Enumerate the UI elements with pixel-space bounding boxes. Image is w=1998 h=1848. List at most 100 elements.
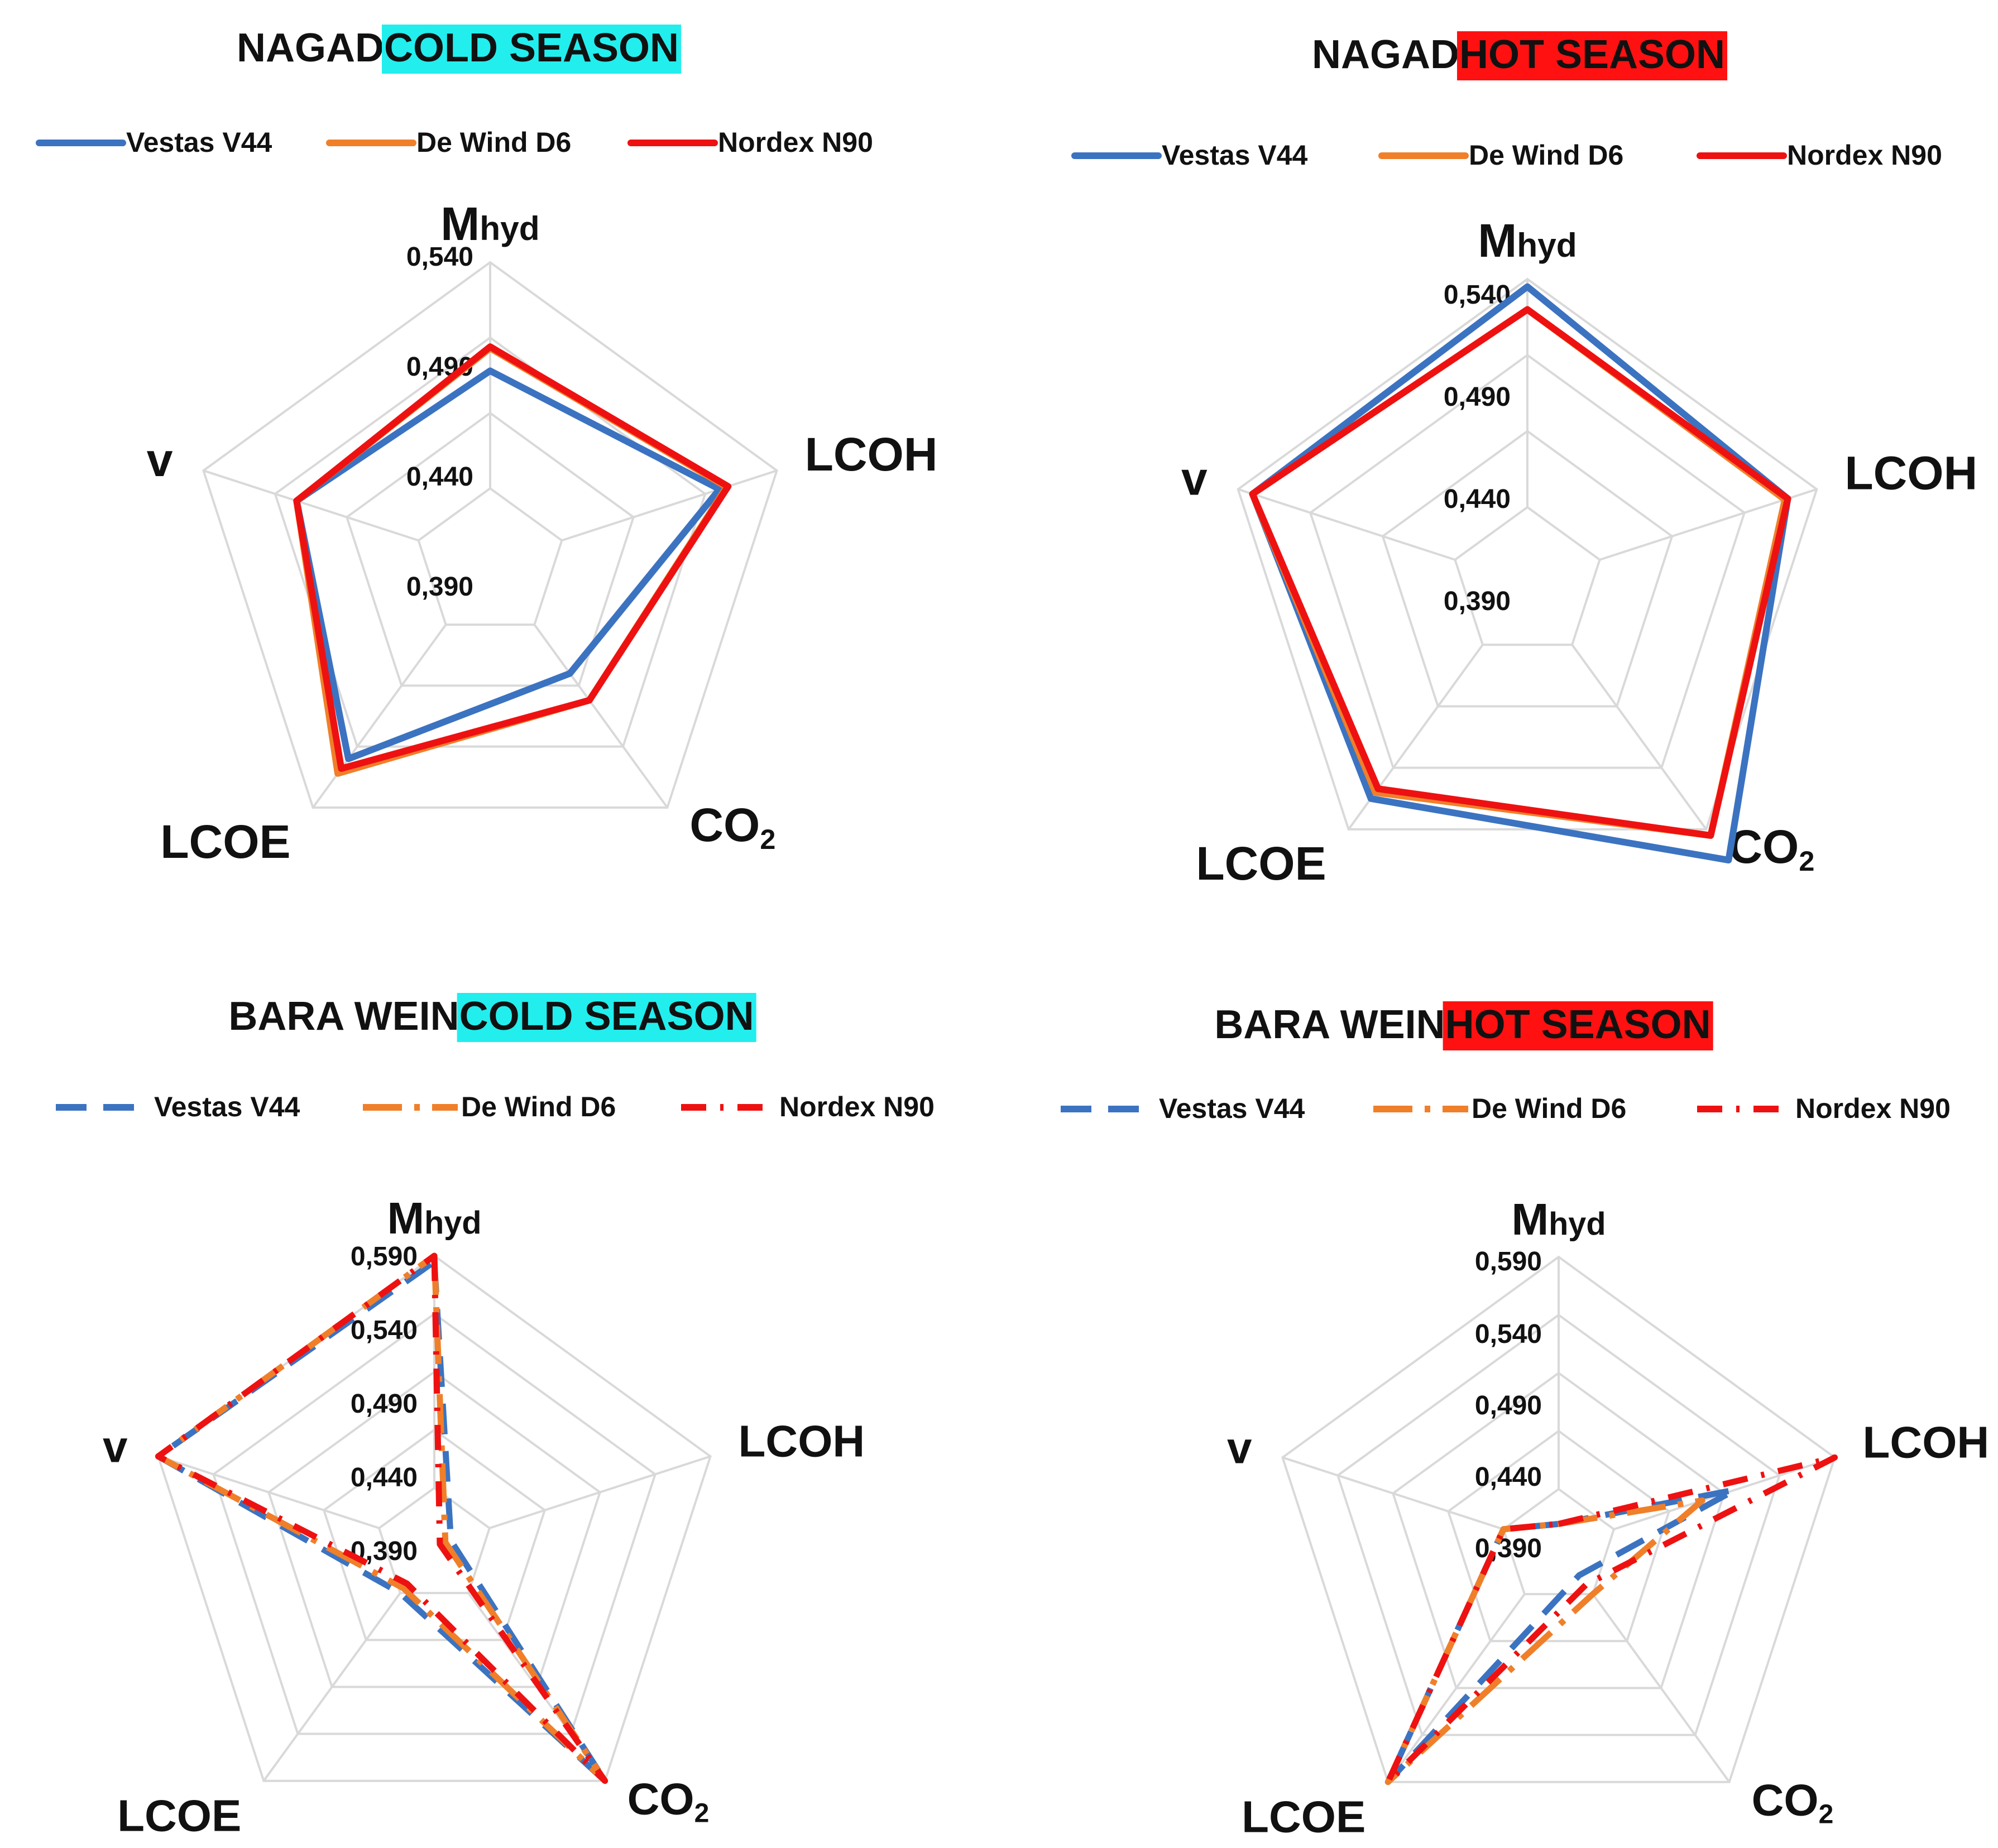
chart-title-location: NAGAD (237, 26, 384, 70)
data-point-nordex-n90 (1503, 1529, 1504, 1530)
axis-label-v: v (103, 1422, 128, 1471)
season-highlight (1456, 31, 1728, 80)
data-point-de-wind-d6 (1592, 1593, 1593, 1595)
data-point-vestas-v44 (569, 673, 571, 674)
grid-ring (322, 1428, 547, 1641)
chart-title: BARA WEIN COLD SEASON (228, 993, 756, 1042)
data-point-nordex-n90 (1378, 788, 1379, 789)
data-point-nordex-n90 (157, 1456, 159, 1457)
tick-label: 0,390 (1475, 1534, 1542, 1563)
grid-spoke (561, 469, 778, 542)
data-point-nordex-n90 (1710, 835, 1711, 836)
axis-label-lcoh: LCOH (805, 428, 938, 481)
axis-label-v: v (1181, 453, 1208, 505)
grid-spoke (1592, 1593, 1731, 1783)
data-point-vestas-v44 (1527, 286, 1528, 287)
series-lines (155, 1252, 608, 1784)
axis-label-lcoe: LCOE (117, 1791, 241, 1841)
chart-title-location: BARA WEIN (1214, 1002, 1445, 1047)
legend-label-nordex-n90: Nordex N90 (1787, 140, 1942, 171)
grid-spoke (533, 624, 669, 809)
chart-title-location: BARA WEIN (228, 994, 459, 1039)
legend-label-de-wind-d6: De Wind D6 (1472, 1093, 1626, 1124)
axis-label-lcoh: LCOH (739, 1416, 865, 1466)
data-point-nordex-n90 (1252, 493, 1253, 495)
legend-label-nordex-n90: Nordex N90 (779, 1091, 935, 1122)
tick-label: 0,440 (1444, 484, 1511, 514)
tick-label: 0,390 (406, 572, 473, 602)
data-point-vestas-v44 (1735, 1489, 1736, 1490)
tick-label: 0,440 (406, 462, 473, 492)
data-point-vestas-v44 (1371, 798, 1372, 799)
chart-title: BARA WEIN HOT SEASON (1214, 1001, 1713, 1050)
data-point-nordex-n90 (1558, 1523, 1559, 1524)
series-line-nordex-n90 (1384, 1454, 1838, 1785)
series-line-nordex-n90 (293, 343, 732, 772)
legend-label-de-wind-d6: De Wind D6 (1469, 140, 1623, 171)
axis-label-co2: CO2 (1728, 820, 1814, 877)
axis-label-mhyd: Mhyd (1478, 214, 1577, 267)
tick-label: 0,440 (1475, 1462, 1542, 1492)
series-lines (1384, 1454, 1838, 1785)
axis-label-v: v (1227, 1423, 1252, 1472)
tick-label: 0,490 (351, 1389, 418, 1419)
grid-spoke (1571, 644, 1707, 831)
grid-spoke (1387, 1593, 1526, 1783)
tick-label: 0,540 (351, 1316, 418, 1345)
radar-grid (202, 261, 778, 809)
data-point-nordex-n90 (1787, 498, 1788, 499)
series-lines (293, 343, 732, 777)
data-point-de-wind-d6 (337, 773, 338, 774)
chart-title-location: NAGAD (1312, 32, 1459, 77)
data-point-nordex-n90 (296, 500, 297, 501)
legend-label-vestas-v44: Vestas V44 (1162, 140, 1308, 171)
grid-ring (1309, 353, 1746, 769)
axis-label-lcoe: LCOE (1196, 837, 1326, 890)
tick-label: 0,590 (351, 1242, 418, 1271)
axis-label-mhyd: Mhyd (1511, 1194, 1606, 1244)
axis-label-co2: CO2 (1752, 1775, 1834, 1830)
tick-label: 0,390 (1444, 587, 1511, 616)
data-point-nordex-n90 (589, 700, 590, 701)
data-point-vestas-v44 (1728, 860, 1729, 861)
grid-spoke (489, 1455, 711, 1529)
chart-title-season: COLD SEASON (384, 26, 679, 70)
tick-label: 0,490 (1475, 1391, 1542, 1420)
legend-label-vestas-v44: Vestas V44 (154, 1091, 300, 1122)
grid-ring (345, 411, 635, 687)
legend: Vestas V44 De Wind D6 Nordex N90 (1071, 140, 1942, 171)
data-point-vestas-v44 (1579, 1575, 1580, 1576)
grid-ring (1281, 1255, 1836, 1783)
grid-spoke (203, 469, 419, 542)
series-lines (1249, 283, 1791, 864)
season-highlight (457, 993, 756, 1042)
grid-spoke (1599, 488, 1817, 561)
grid-ring (212, 1312, 657, 1735)
legend-label-de-wind-d6: De Wind D6 (461, 1091, 616, 1122)
radar-panel-bara-wein-hot: BARA WEIN HOT SEASON Vestas V44 De Wind D6… (1061, 1001, 1989, 1842)
data-point-vestas-v44 (490, 370, 491, 371)
axis-label-lcoh: LCOH (1863, 1417, 1990, 1467)
data-point-vestas-v44 (400, 1592, 401, 1593)
axis-label-mhyd: Mhyd (387, 1193, 481, 1243)
data-point-nordex-n90 (341, 768, 342, 769)
chart-title-season: HOT SEASON (1445, 1002, 1711, 1047)
legend-label-vestas-v44: Vestas V44 (1159, 1093, 1305, 1124)
grid-ring (202, 261, 778, 809)
tick-label: 0,440 (351, 1463, 418, 1492)
data-point-nordex-n90 (605, 1780, 606, 1782)
grid-spoke (312, 624, 447, 809)
grid-ring (267, 1370, 602, 1688)
data-point-nordex-n90 (434, 1255, 435, 1256)
tick-label: 0,590 (1475, 1247, 1542, 1276)
axis-label-mhyd: Mhyd (440, 198, 540, 250)
legend-label-nordex-n90: Nordex N90 (1795, 1093, 1951, 1124)
tick-label: 0,540 (1475, 1319, 1542, 1349)
grid-ring (1391, 1371, 1726, 1689)
data-point-nordex-n90 (406, 1583, 408, 1584)
radar-panel-bara-wein-cold: BARA WEIN COLD SEASON Vestas V44 De Wind D… (56, 993, 935, 1841)
legend: Vestas V44 De Wind D6 Nordex N90 (56, 1091, 935, 1122)
legend-label-de-wind-d6: De Wind D6 (416, 127, 571, 158)
